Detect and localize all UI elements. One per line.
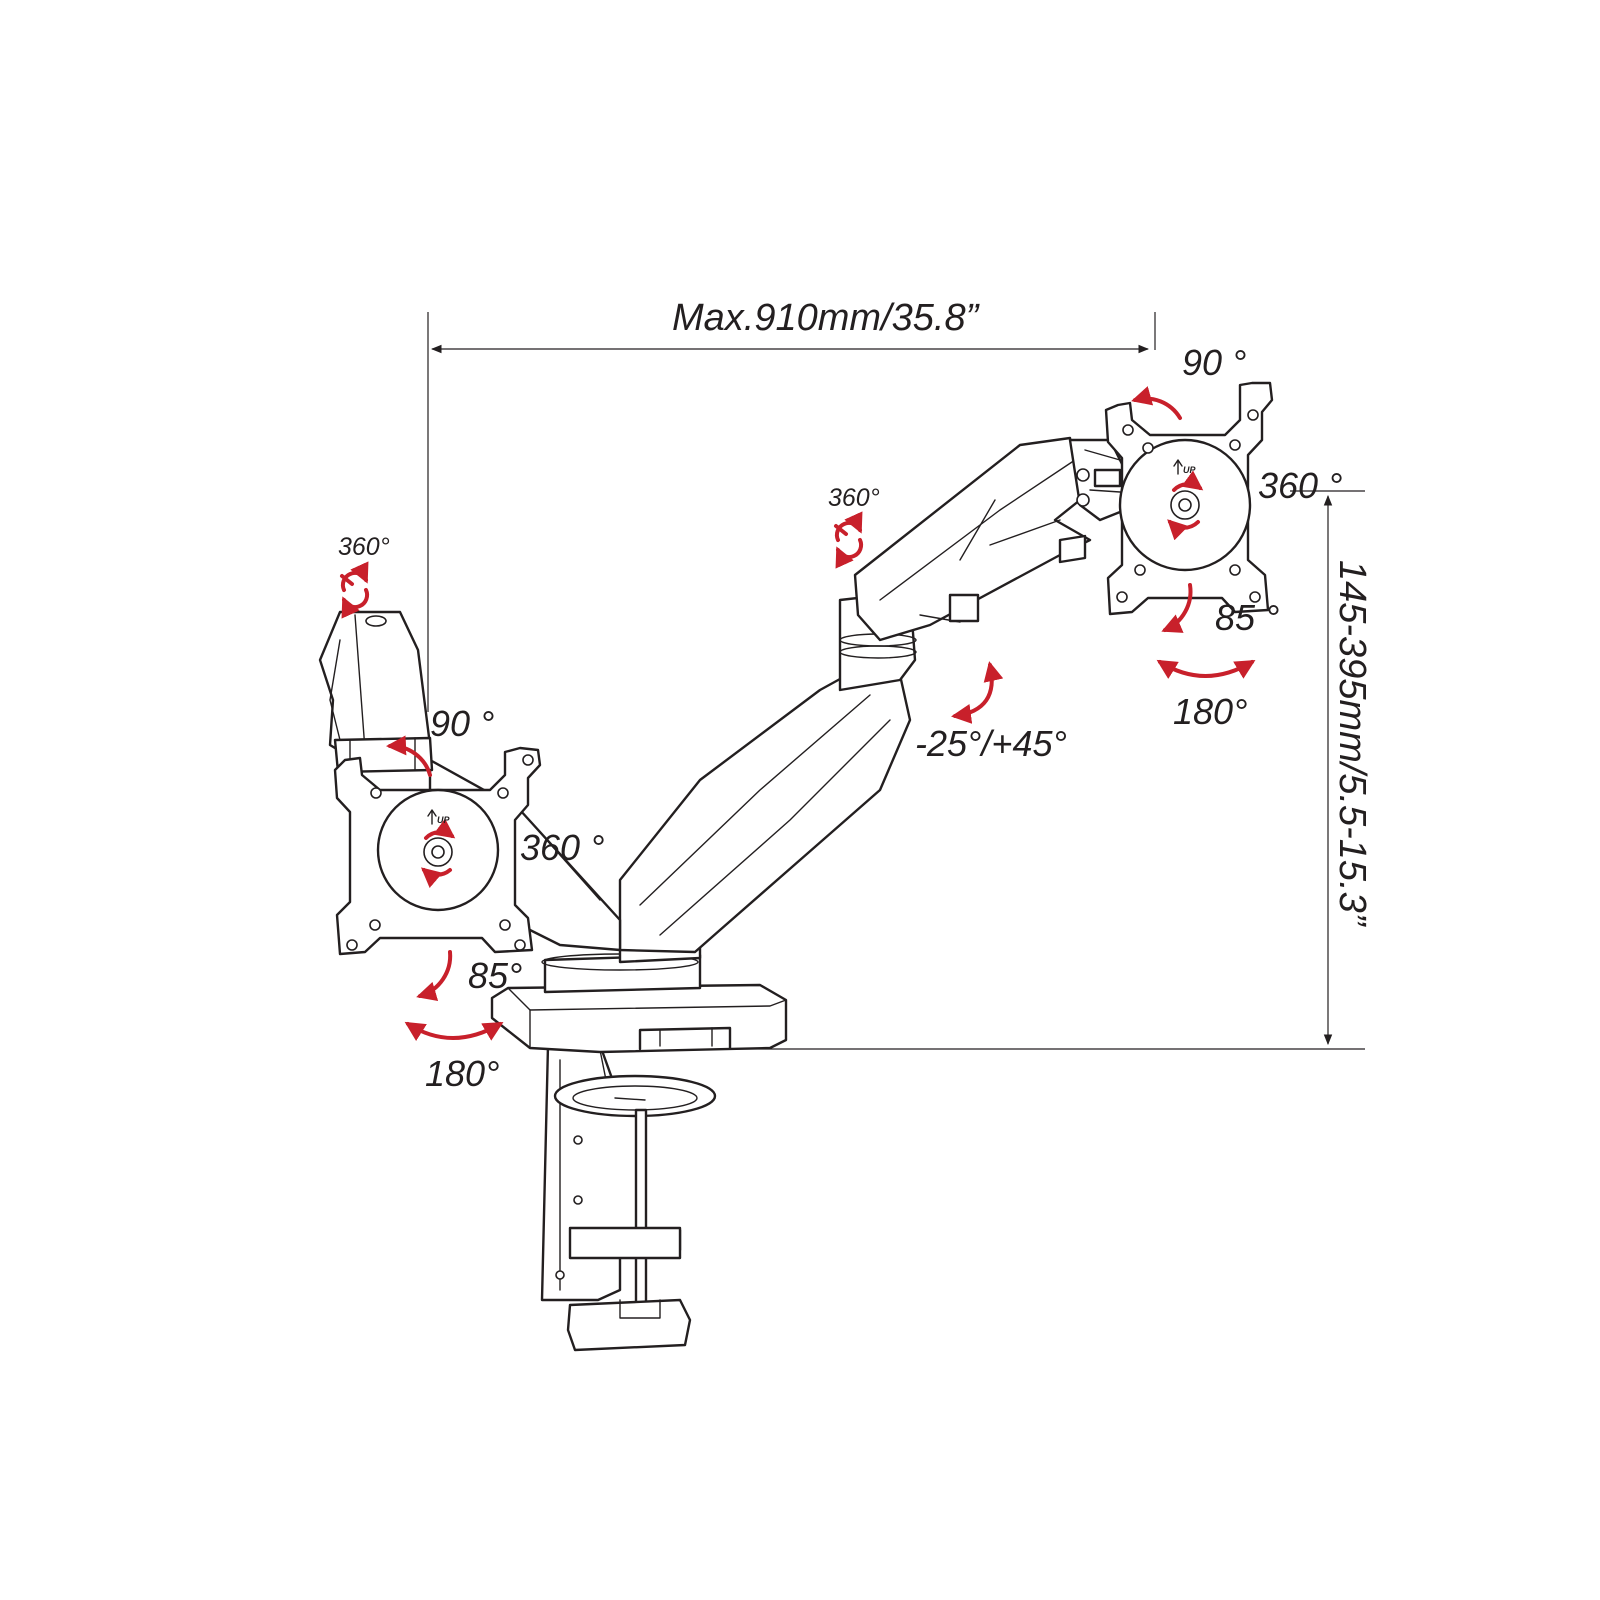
base-block	[490, 983, 788, 1054]
left-rotation-label: 360 °	[520, 827, 604, 868]
left-tilt-down-arrow	[416, 950, 453, 1002]
desk-clamp	[540, 1043, 717, 1352]
left-tilt-up-arrow	[386, 735, 432, 777]
right-rotation-label: 360 °	[1258, 465, 1342, 506]
right-swivel-label: 180°	[1173, 691, 1247, 732]
right-tilt-down-arrow	[1161, 583, 1193, 633]
left-up-mark: UP	[437, 815, 450, 825]
left-arm-swivel-label: 360°	[338, 533, 390, 561]
height-dimension-label: 145-395mm/5.5-15.3”	[1331, 560, 1373, 928]
width-dimension-label: Max.910mm/35.8”	[672, 297, 981, 339]
left-tilt-up-label: 90 °	[430, 703, 494, 744]
arm-height-tilt-arrow	[951, 661, 1004, 724]
left-arm-swivel-icon	[340, 561, 370, 619]
right-arm	[618, 436, 1127, 954]
left-vesa-plate: UP	[333, 746, 542, 956]
right-tilt-up-label: 90 °	[1182, 342, 1246, 383]
right-tilt-up-arrow	[1131, 386, 1182, 420]
right-swivel-arrow	[1156, 659, 1256, 679]
arm-height-tilt-label: -25°/+45°	[915, 723, 1067, 764]
right-up-mark: UP	[1183, 465, 1196, 475]
left-tilt-down-label: 85°	[468, 955, 522, 996]
left-swivel-label: 180°	[425, 1053, 499, 1094]
width-dimension	[427, 312, 1156, 712]
right-arm-swivel-icon	[834, 511, 864, 569]
right-arm-swivel-label: 360°	[828, 484, 880, 512]
left-swivel-arrow	[404, 1021, 504, 1042]
right-tilt-down-label: 85 °	[1215, 597, 1279, 638]
right-vesa-plate: UP	[1104, 381, 1274, 616]
